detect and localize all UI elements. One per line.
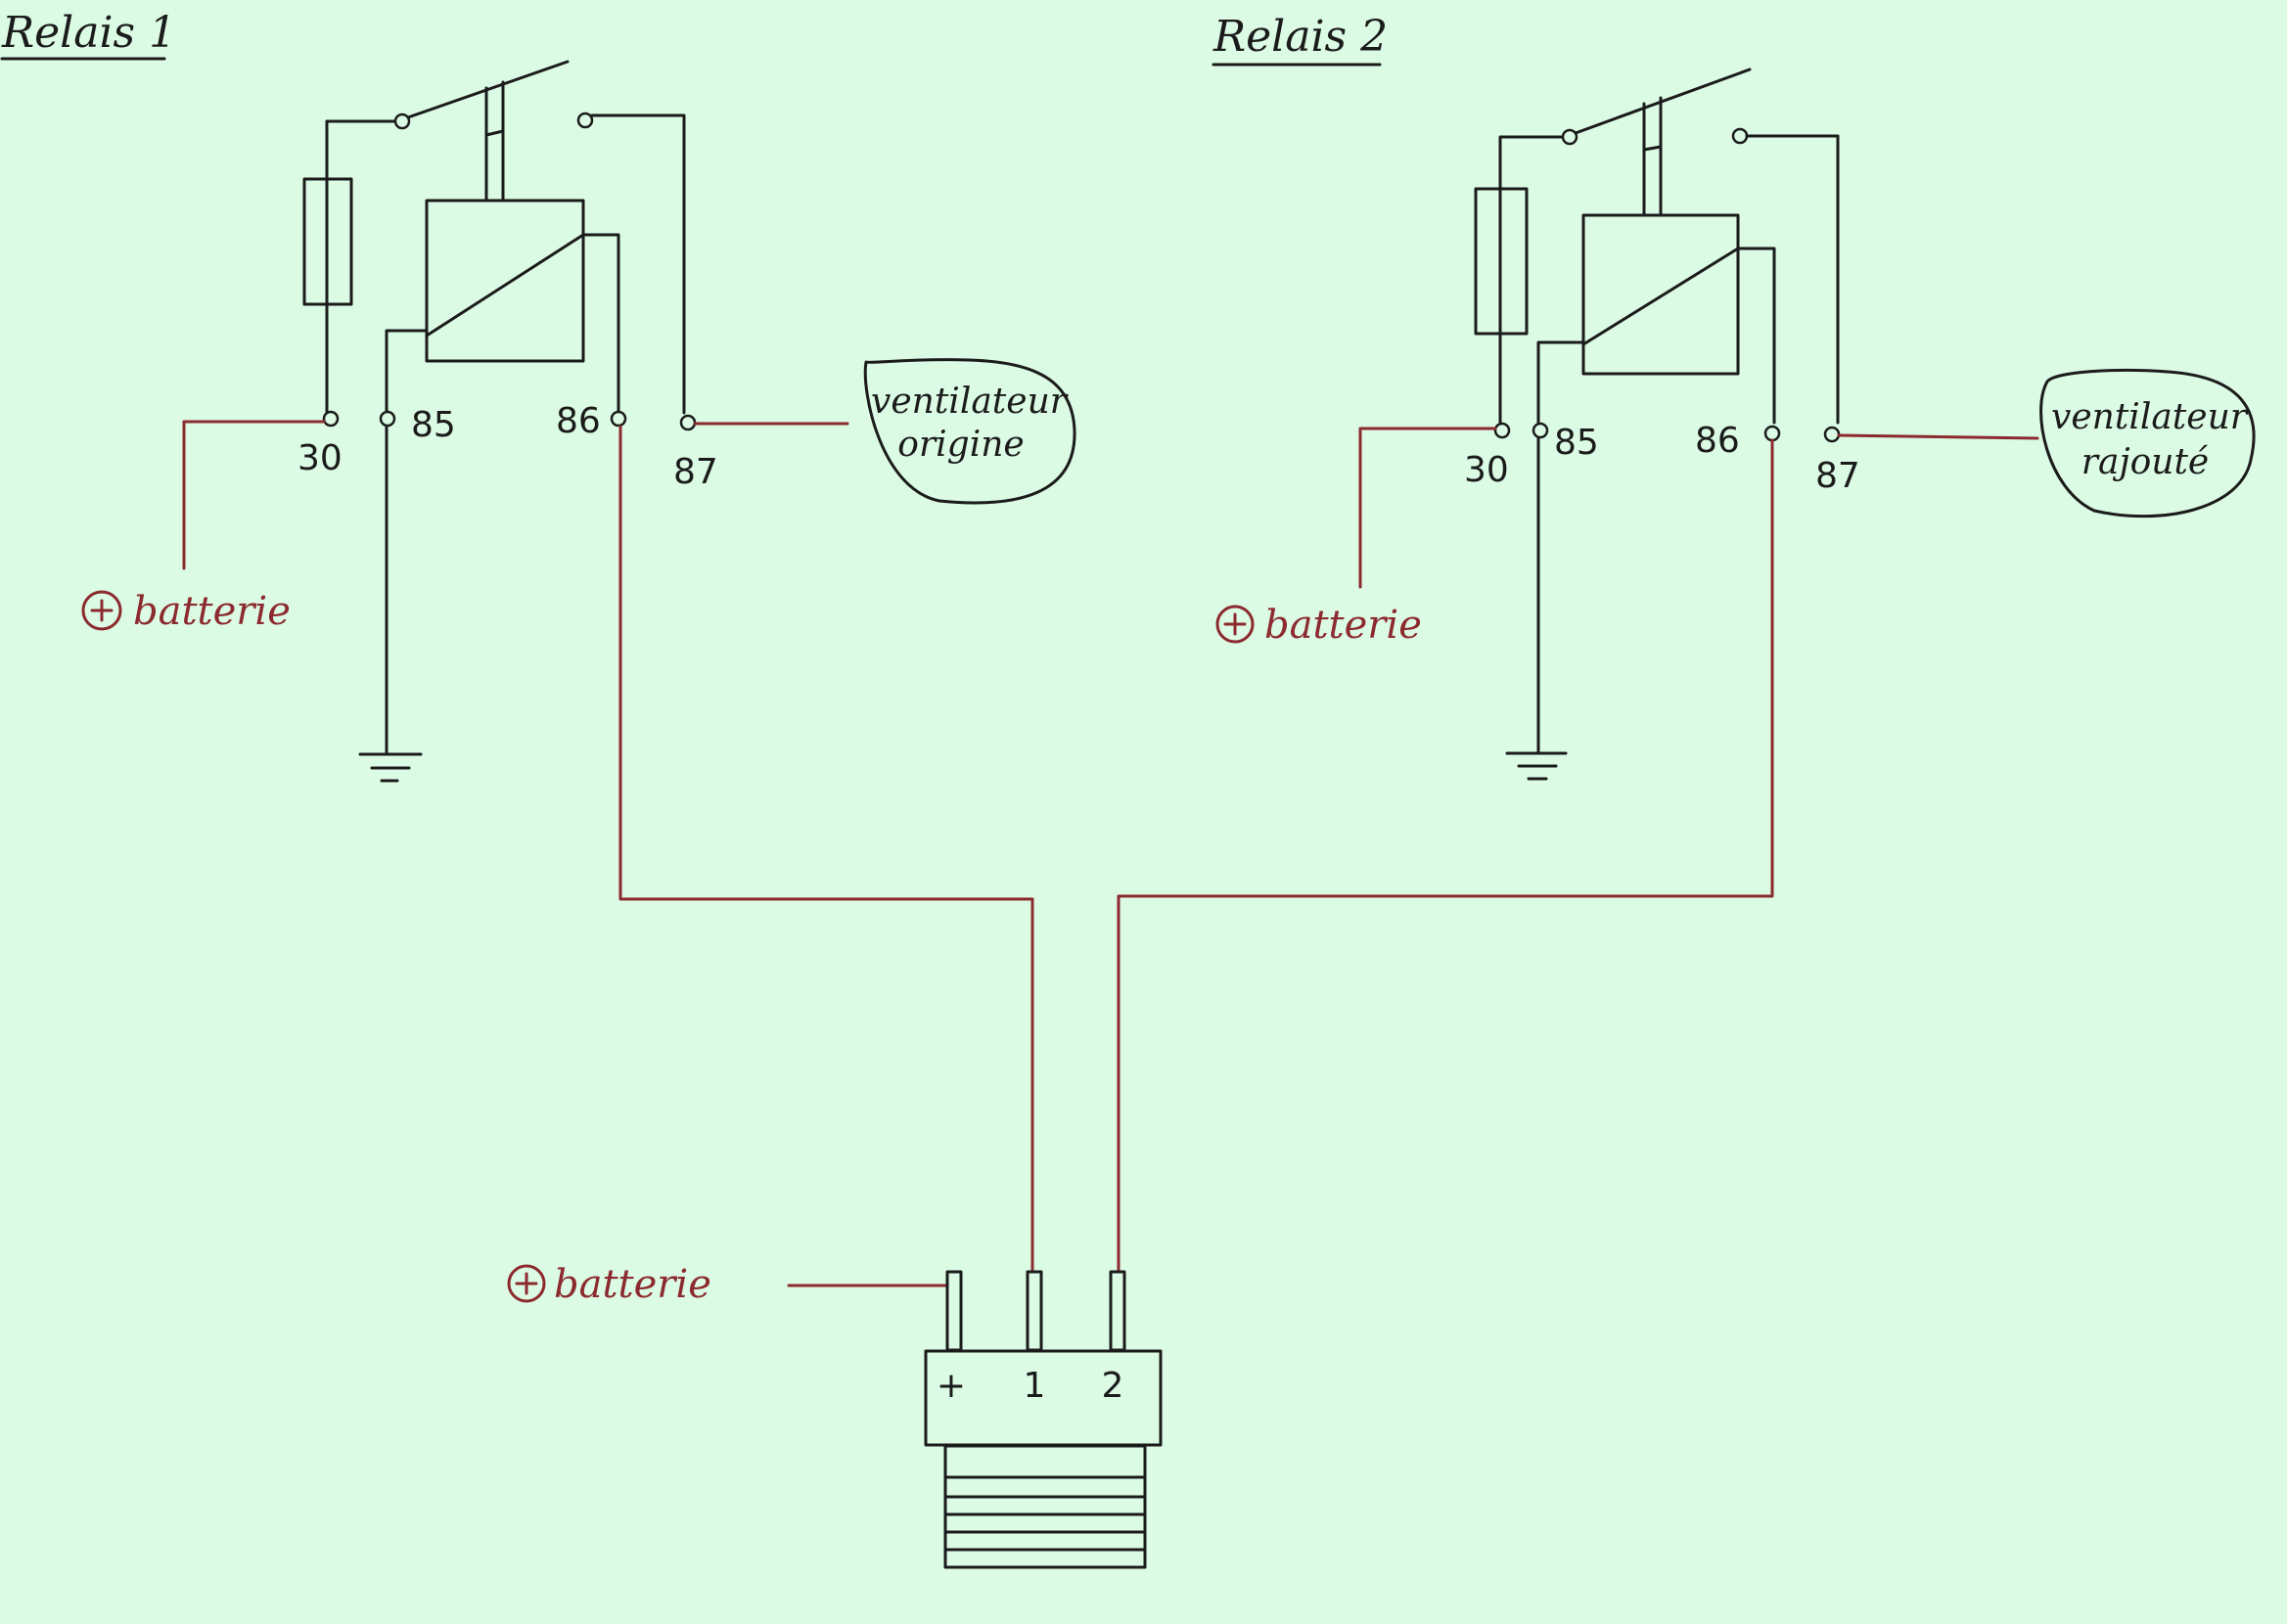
relay-2-switch-contact-right [1731,127,1749,145]
relay-2-pin-86 [1763,425,1781,442]
plus-icon [1215,605,1255,644]
relay-2-fan-outline [2039,368,2256,519]
plus-icon [81,590,122,631]
relay-2-control-wire [1117,438,1774,1274]
switch-module: batterie + 1 2 [507,1262,1163,1569]
relay-1-pin-86 [610,410,627,428]
relay-2-fan-label-1: ventilateur [2051,397,2249,437]
relay-1-pin-85 [379,410,396,428]
relay-1-label-87: 87 [673,452,718,492]
relay-1-battery-label: batterie [133,589,291,634]
relay-2-87-wire [1745,134,1840,425]
relay-1-87-wire [590,113,686,415]
switch-battery-label: batterie [554,1262,711,1307]
relay-1-control-wire [618,425,1034,1274]
switch-label-plus: + [937,1366,966,1406]
relay-2-pin-87 [1823,426,1841,443]
switch-label-1: 1 [1024,1366,1046,1406]
relay-2-86-wire [1736,247,1776,425]
relay-1-coil-box [425,199,585,363]
relay-2-actuator-rung [1642,145,1663,152]
relay-2-pin-30 [1493,422,1511,439]
relay-2-coil-diagonal [1581,247,1740,346]
relay-1-coil-diagonal [425,233,585,338]
relay-2-battery-label: batterie [1264,603,1422,648]
relay-2-label-85: 85 [1554,423,1599,463]
relay-1-85-wire [385,329,429,415]
relay-1-fan-label-1: ventilateur [871,382,1069,422]
relay-2: Relais 2 30 85 86 87 batterie venti [1212,12,2256,781]
relay-2-label-86: 86 [1695,421,1740,461]
relay-1-label-86: 86 [556,401,601,441]
relay-1-label-85: 85 [411,405,456,445]
relay-1-title: Relais 1 [1,8,176,58]
relay-1-pin-87 [679,414,697,431]
relay-2-coil-box [1581,213,1740,376]
relay-2-fan-wire [1837,433,2039,440]
relay-1-label-30: 30 [297,438,343,478]
relay-1-pin-30 [322,410,340,428]
relay-2-title: Relais 2 [1212,12,1388,62]
relay-2-switch-contact-left [1561,128,1578,146]
relay-1-fuse [302,177,353,306]
switch-sensor-body [943,1444,1147,1569]
relay-1-fan-outline [863,358,1076,505]
switch-label-2: 2 [1102,1366,1124,1406]
relay-2-fan-label-2: rajouté [2081,442,2209,482]
relay-1-fan-label-2: origine [897,425,1024,465]
relay-1-fuse-wire [325,119,398,415]
relay-2-switch-arm [1574,68,1752,135]
relay-1-86-wire [581,233,620,415]
relay-2-label-87: 87 [1815,456,1860,496]
relay-1-switch-contact-left [393,113,411,130]
relay-2-fuse-wire [1498,135,1566,425]
switch-terminal-plus [945,1270,963,1352]
switch-terminal-1 [1026,1270,1043,1352]
switch-terminal-2 [1109,1270,1126,1352]
relay-2-85-wire [1536,340,1585,425]
relay-2-label-30: 30 [1464,450,1509,490]
plus-icon [507,1264,546,1303]
relay-2-pin-85 [1532,422,1549,439]
relay-1-actuator-rung [484,129,505,137]
relay-1-battery-wire [182,420,326,570]
relay-2-battery-wire [1358,427,1497,589]
relay-2-fuse [1474,187,1529,336]
relay-1: Relais 1 30 85 86 87 [0,8,1076,783]
relay-1-switch-contact-right [576,112,594,129]
